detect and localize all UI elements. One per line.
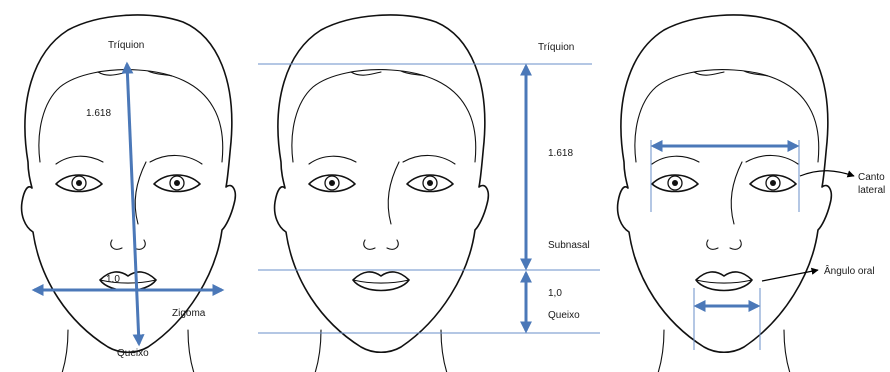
label-unit-left: 1.0 xyxy=(106,274,120,285)
label-trichion-left: Tríquion xyxy=(108,40,144,51)
label-unit-middle: 1,0 xyxy=(548,288,562,299)
panel-left: Tríquion 1.618 1.0 Zigoma Queixo xyxy=(22,15,236,372)
panel-middle: Tríquion 1.618 Subnasal 1,0 Queixo xyxy=(258,15,600,372)
label-chin-left: Queixo xyxy=(117,348,149,359)
pointer-mouth xyxy=(762,270,818,281)
label-canthus: Canto lateral xyxy=(858,172,887,196)
face-drawing-middle xyxy=(275,15,489,372)
label-ratio-middle: 1.618 xyxy=(548,148,573,159)
left-vertical-measure xyxy=(127,64,139,344)
label-ratio-left: 1.618 xyxy=(86,108,111,119)
panel-right: Canto lateral Ângulo oral xyxy=(618,15,888,372)
label-chin-middle: Queixo xyxy=(548,310,580,321)
label-zygoma: Zigoma xyxy=(172,308,206,319)
label-mouth-angle: Ângulo oral xyxy=(824,264,875,277)
label-subnasal: Subnasal xyxy=(548,240,590,251)
pointer-canthus xyxy=(800,171,854,176)
label-trichion-middle: Tríquion xyxy=(538,42,574,53)
